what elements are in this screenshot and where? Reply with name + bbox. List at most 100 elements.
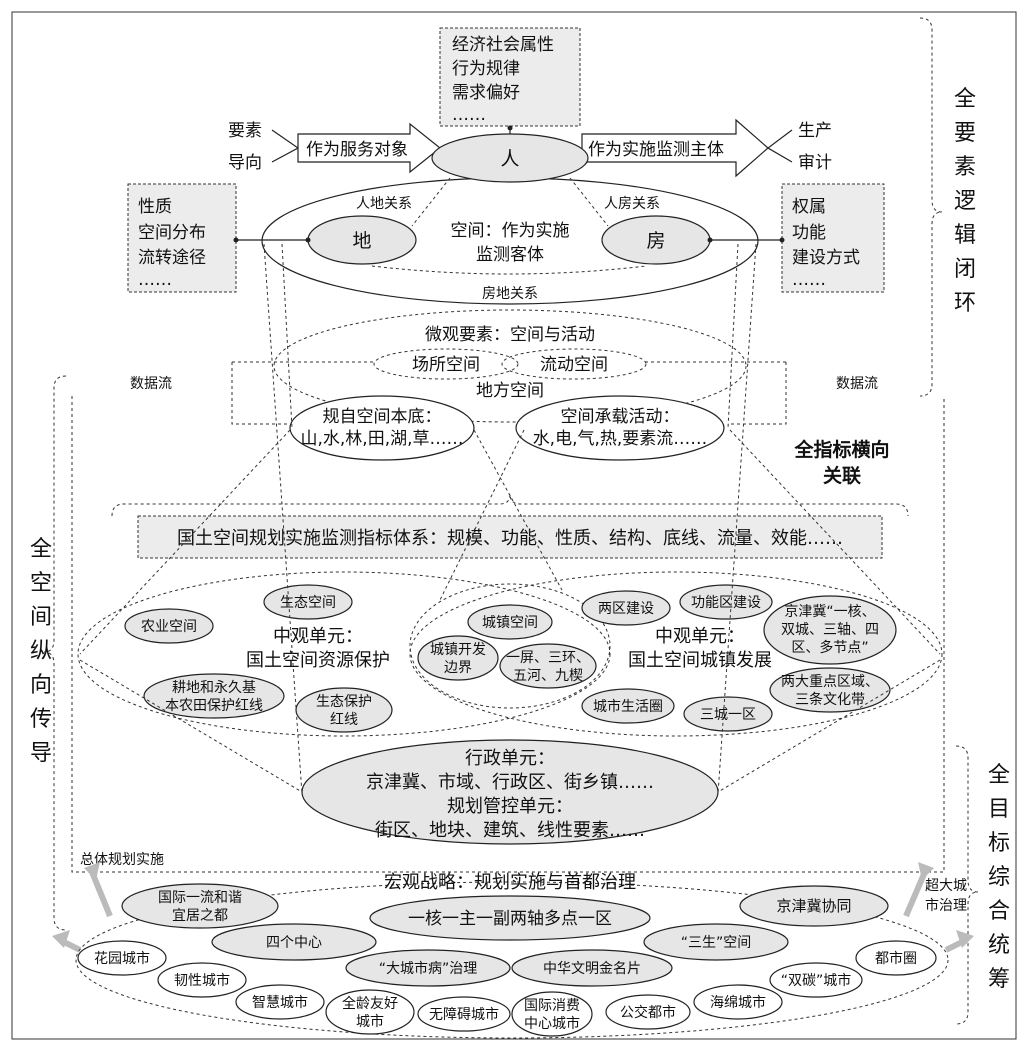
barrier-free-node [417,996,511,1032]
town-space-label: 城镇空间 [482,615,538,631]
label-full-element-loop: 全 要 素 逻 辑 闭 环 [954,87,976,316]
house-attr-4: …… [792,270,826,290]
input-element: 要素 [228,121,262,141]
place-space-label: 场所空间 [412,355,480,375]
resilient-city-label: 韧性城市 [174,972,230,989]
eco-space-label: 生态空间 [280,595,336,611]
house-attr-2: 功能 [792,223,826,243]
svg-text:逻: 逻 [954,189,976,214]
spatial-base-title: 规自空间本底： [323,407,442,427]
person-label: 人 [500,148,519,170]
brace-right-top [919,17,943,397]
house-attr-1: 权属 [792,197,826,217]
intl-consumption-1: 国际消费 [524,998,580,1014]
transit-city-node [605,994,691,1030]
screens-rings-1: 一屏、三环、 [506,650,590,666]
label-full-target-coordination: 全 目 标 综 合 统 筹 [988,763,1010,992]
chinese-civ-node [511,949,673,987]
output-audit: 审计 [798,153,832,173]
jjj-core-3: 区、多节点” [791,639,868,656]
core-axis-label: 一核一主一副两轴多点一区 [408,909,612,929]
svg-text:统: 统 [988,933,1010,958]
super-city-1: 超大城 [925,878,967,894]
input-guidance: 导向 [228,153,262,173]
eco-redline-node [295,687,393,733]
person-node [431,133,589,183]
svg-text:全: 全 [954,87,976,112]
svg-text:筹: 筹 [988,967,1010,992]
farmland-redline-1: 耕地和永久基 [172,679,256,696]
three-cities-node [683,696,773,732]
three-life-node [643,923,789,961]
core-axis-node [369,895,651,941]
svg-text:标: 标 [988,831,1010,856]
metro-circle-label: 都市圈 [875,950,917,967]
person-attr-2: 行为规律 [452,59,520,79]
control-unit-title: 规划管控单元： [447,796,573,817]
macro-frame [71,396,945,873]
jjj-coop-node [739,885,889,927]
merge-lines-left [271,129,300,163]
key-areas-1: 两大重点区域、 [781,674,879,690]
space-center-1: 空间：作为实施 [451,221,570,241]
land-attr-2: 空间分布 [138,223,206,243]
carried-activity-title: 空间承载活动： [561,407,680,427]
town-space-node [467,604,553,640]
meso-left-title-1: 中观单元： [273,626,363,647]
outer-frame [11,11,1017,1040]
smart-city-label: 智慧城市 [252,994,308,1011]
output-production: 生产 [798,121,832,141]
brace-left [43,375,67,931]
arrow-service-target-label: 作为服务对象 [306,140,408,160]
meso-resource-ellipse [77,571,611,737]
dual-carbon-node [769,962,863,998]
town-boundary-1: 城镇开发 [430,642,486,658]
person-attr-1: 经济社会属性 [452,35,554,55]
agri-space-label: 农业空间 [141,619,197,635]
rel-arrow-person-land [411,177,451,227]
relation-house-land: 房地关系 [482,286,538,302]
svg-text:合: 合 [988,899,1010,924]
index-system-box [137,515,883,559]
overall-impl-label: 总体规划实施 [80,852,164,868]
eco-redline-2: 红线 [330,712,358,728]
life-circle-node [581,688,675,724]
farmland-redline-node [143,673,285,719]
relation-person-land: 人地关系 [356,196,412,212]
arrow-monitoring-subject [581,118,769,178]
farmland-redline-2: 本农田保护红线 [165,698,263,714]
metro-circle-node [855,940,937,976]
meso-right-title-2: 国土空间城镇发展 [628,650,772,671]
land-attributes-box [127,183,237,293]
space-center-2: 监测客体 [476,245,544,265]
jjj-core-1: 京津冀“一核、 [784,604,875,620]
control-unit-items: 街区、地块、建筑、线性要素…… [375,820,645,841]
big-city-disease-node [345,949,511,987]
meso-urban-ellipse [409,571,943,737]
macro-ellipse [75,881,949,1039]
svg-text:全: 全 [988,763,1010,788]
micro-ellipse [273,309,747,423]
jjj-core-node [763,595,897,665]
admin-items: 京津冀、市域、行政区、街乡镇…… [366,772,654,793]
eco-space-node [263,584,353,620]
index-system-label: 国土空间规划实施监测指标体系：规模、功能、性质、结构、底线、流量、效能…… [177,528,843,549]
intl-consumption-2: 中心城市 [524,1015,580,1032]
life-circle-label: 城市生活圈 [593,698,663,715]
person-attr-3: 需求偏好 [452,83,520,103]
town-boundary-node [417,635,499,681]
age-friendly-1: 全龄友好 [342,995,398,1012]
flow-space-node [501,348,647,380]
intl-consumption-node [511,991,593,1037]
brace-horizontal [111,493,909,517]
intl-livable-node [121,883,279,929]
svg-text:辑: 辑 [954,223,976,248]
town-boundary-2: 边界 [444,660,472,676]
macro-title: 宏观战略：规划实施与首都治理 [384,872,636,893]
carried-activity-items: 水,电,气,热,要素流…… [533,429,708,449]
barrier-free-label: 无障碍城市 [429,1006,499,1023]
svg-text:环: 环 [954,291,976,316]
svg-text:向: 向 [30,673,52,698]
data-flow-left: 数据流 [130,376,172,392]
